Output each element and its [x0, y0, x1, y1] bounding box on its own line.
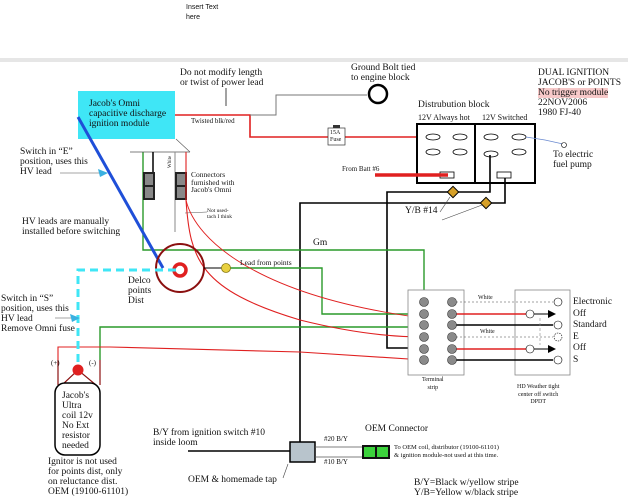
- always-hot-label: 12V Always hot: [418, 113, 470, 122]
- position-label: S: [573, 354, 579, 365]
- b20-label: #20 B/Y: [324, 435, 348, 443]
- oem-connector-label: OEM Connector: [365, 424, 429, 434]
- terminal-screw: [419, 332, 429, 342]
- lead-points-label: Lead from points: [240, 258, 292, 267]
- position-label: Standard: [573, 320, 607, 330]
- terminal-screw: [447, 355, 457, 365]
- gm-label: Gm: [313, 238, 328, 248]
- position-label: Electronic: [573, 297, 613, 307]
- title-block: DUAL IGNITION JACOB'S or POINTS No trigg…: [538, 68, 621, 118]
- twisted-label: Twisted blk/red: [191, 117, 235, 125]
- terminal-screw: [419, 297, 429, 307]
- terminal-screw: [419, 320, 429, 330]
- title-line: 22NOV2006: [538, 98, 588, 108]
- switch-positions: Electronic Off Standard E Off S: [573, 297, 612, 366]
- title-line: No trigger module: [538, 88, 609, 98]
- insert-text-placeholder[interactable]: Insert Text here: [186, 3, 218, 23]
- oem-tap-label: OEM & homemade tap: [188, 475, 277, 485]
- position-label: Off: [573, 343, 587, 353]
- yb14-label: Y/B #14: [405, 206, 438, 216]
- ultra-coil: [54, 382, 101, 456]
- homemade-tap: [289, 441, 316, 463]
- terminal-screw: [447, 297, 457, 307]
- terminal-screw: [447, 344, 457, 354]
- white-label-2: White: [480, 329, 495, 335]
- terminal-screw: [419, 355, 429, 365]
- position-label: Off: [573, 308, 587, 319]
- from-batt-label: From Batt #6: [342, 165, 380, 173]
- ground-bolt: [367, 83, 389, 105]
- text-line: Insert Text: [186, 4, 219, 11]
- title-line: DUAL IGNITION: [538, 68, 610, 78]
- terminal-screw: [419, 344, 429, 354]
- omni-module-box: [78, 91, 175, 139]
- title-line: 1980 FJ-40: [538, 108, 582, 118]
- switched-label: 12V Switched: [482, 113, 528, 122]
- minus-label: (-): [89, 359, 96, 367]
- not-used-label: Not used-tach I think: [207, 208, 233, 220]
- terminal-screw: [419, 309, 429, 319]
- dist-block-label: Distrubution block: [418, 100, 490, 110]
- to-oem-label: To OEM coil, distributor (19100-61101)& …: [394, 444, 499, 459]
- b10-label: #10 B/Y: [324, 458, 348, 466]
- white-label-1: White: [478, 295, 493, 301]
- terminal-screw: [447, 320, 457, 330]
- terminal-screw: [447, 309, 457, 319]
- plus-label: (+): [51, 359, 60, 367]
- title-line: JACOB'S or POINTS: [538, 78, 622, 88]
- text-line: here: [186, 14, 201, 21]
- position-label: E: [573, 331, 579, 342]
- terminal-screw: [447, 332, 457, 342]
- white-small-label: White: [168, 155, 173, 168]
